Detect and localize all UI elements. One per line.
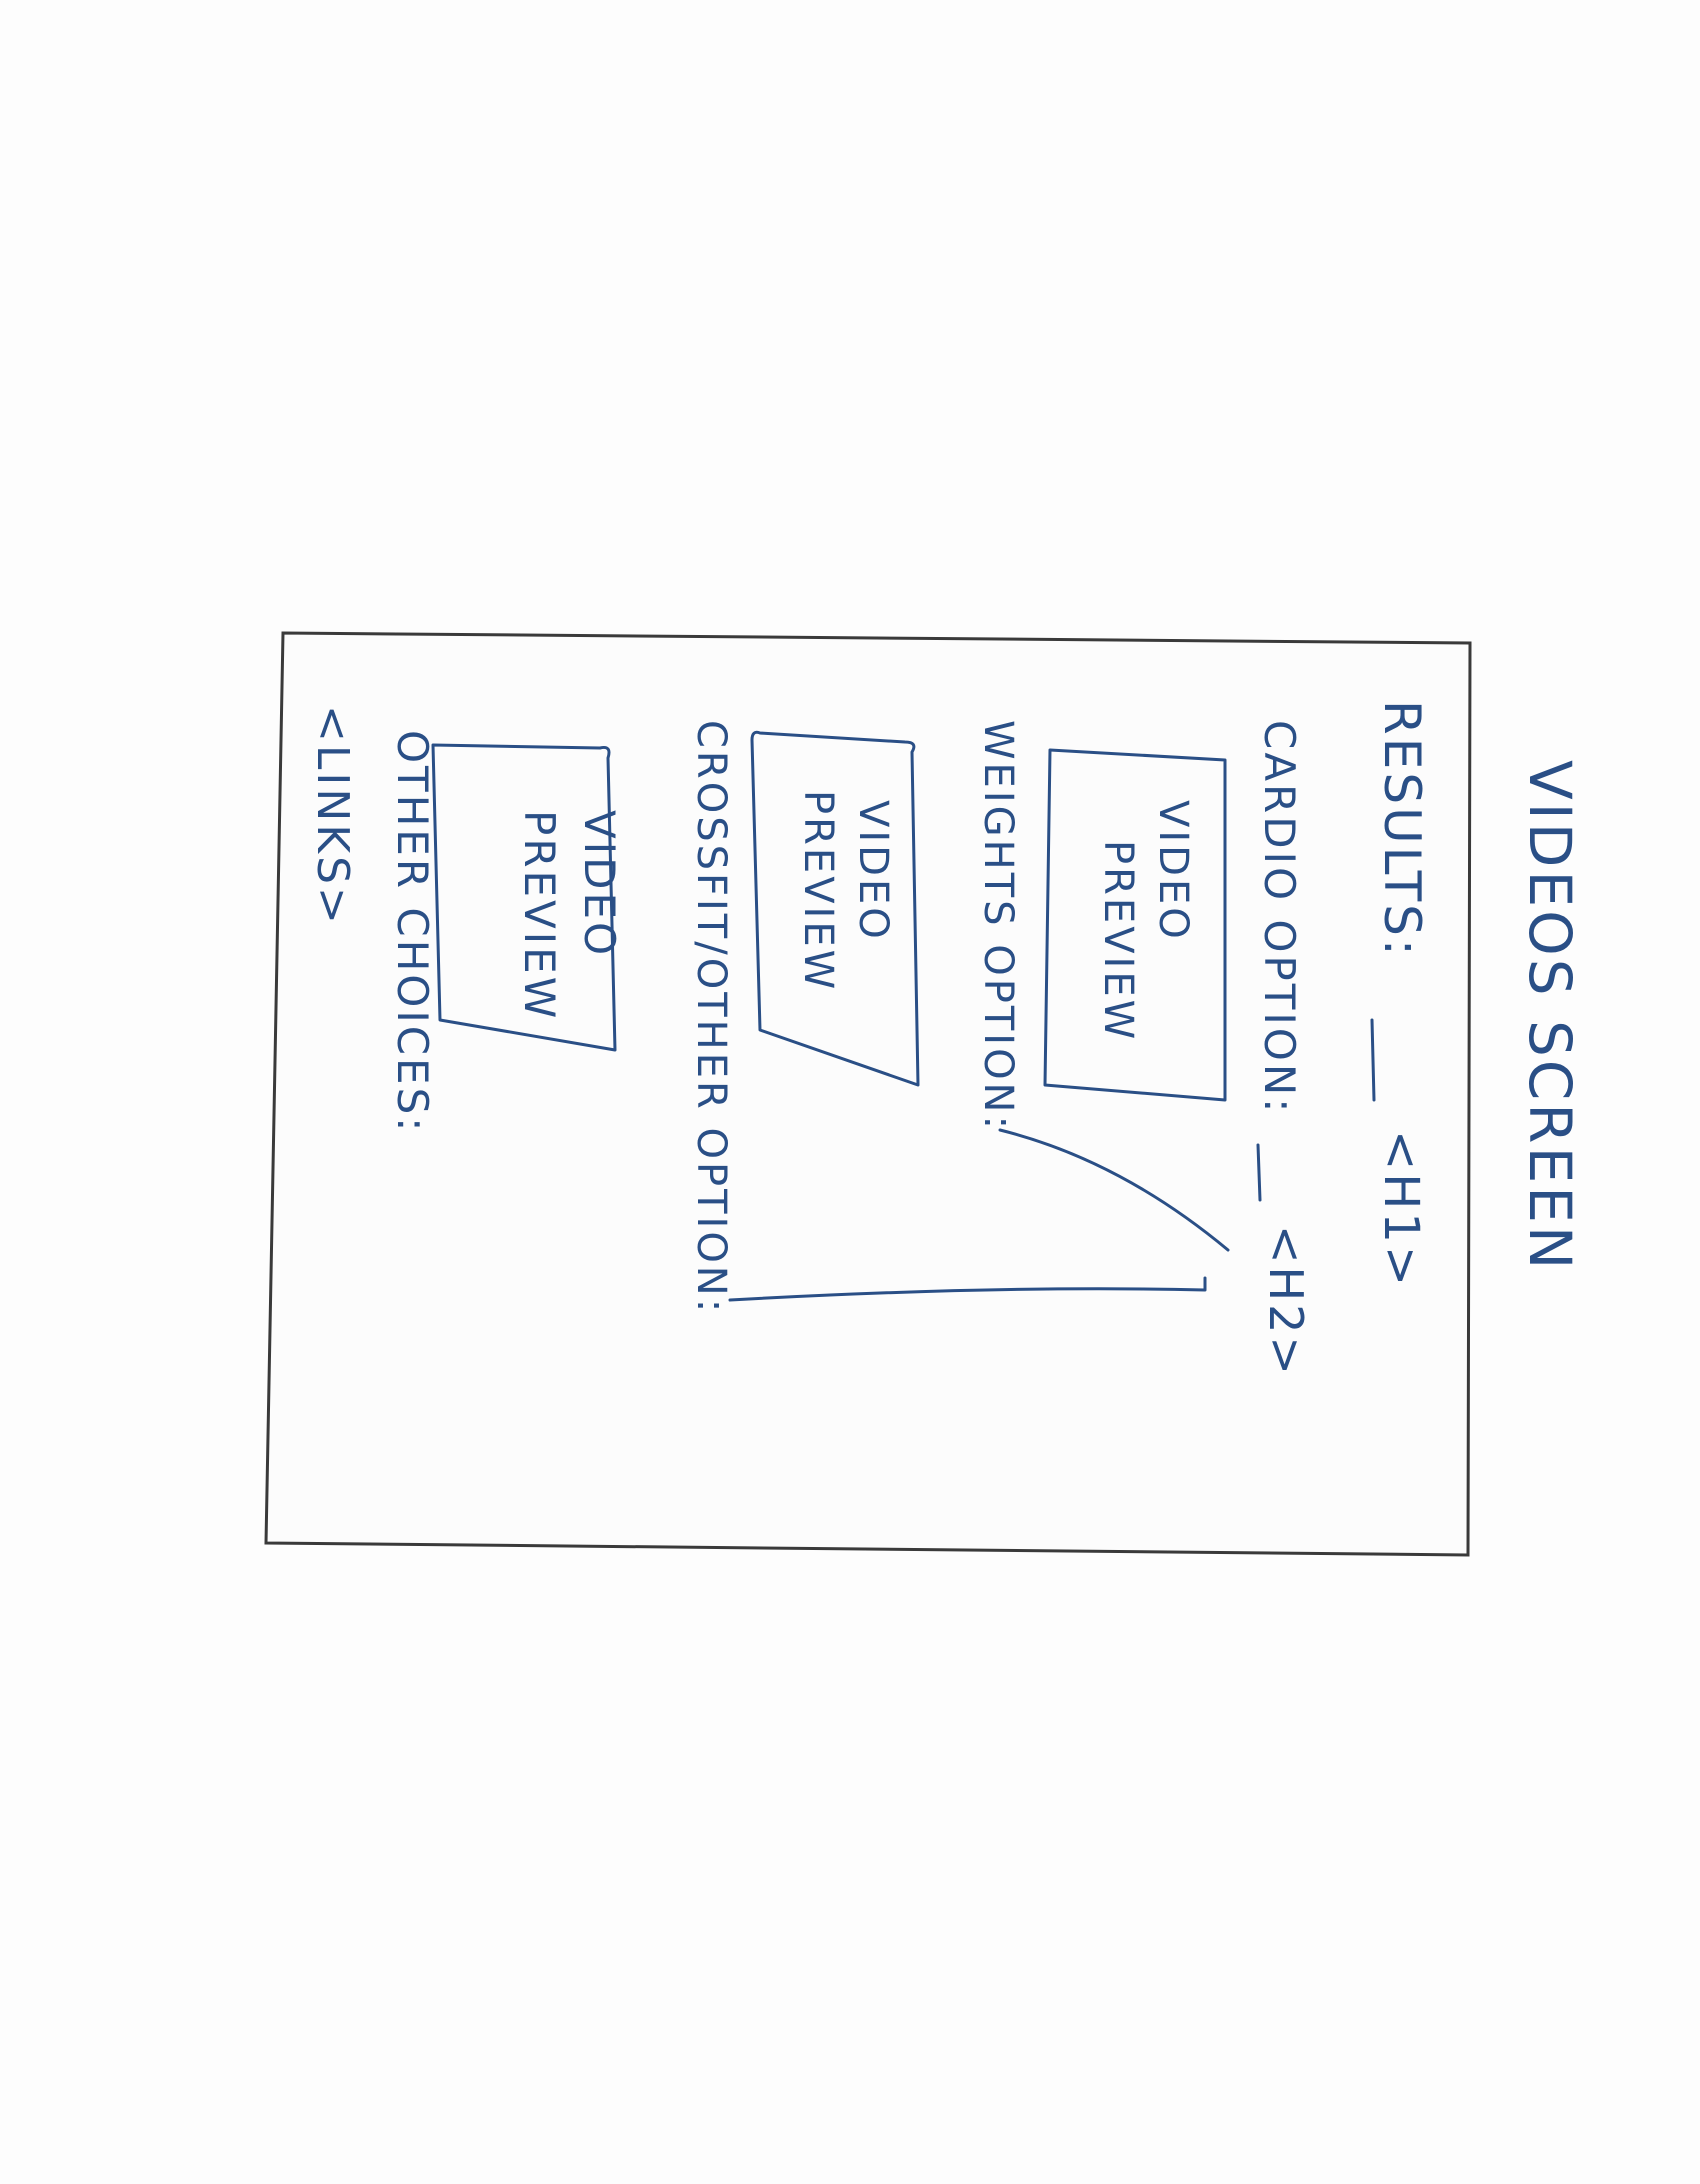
links-tag: <LINKS>	[307, 705, 358, 927]
video-preview-cardio-line1: VIDEO	[1150, 800, 1196, 942]
h2-pointer-line	[1256, 1143, 1262, 1202]
crossfit-option-label: CROSSFIT/OTHER OPTION:	[688, 720, 734, 1315]
cardio-option-label: CARDIO OPTION:	[1255, 720, 1304, 1115]
video-preview-box-cardio	[1043, 748, 1227, 1102]
video-preview-box-weights	[750, 730, 920, 1087]
h2-connector-weights	[998, 1128, 1230, 1252]
video-preview-crossfit-line2: PREVIEW	[515, 810, 564, 1021]
h2-connector-crossfit	[728, 1276, 1207, 1302]
page-title: VIDEOS SCREEN	[1516, 760, 1584, 1272]
video-preview-box-crossfit	[431, 743, 617, 1052]
wireframe-frame	[264, 631, 1472, 1557]
video-preview-cardio-line2: PREVIEW	[1095, 840, 1141, 1042]
h1-tag: <H1>	[1373, 1130, 1429, 1289]
video-preview-crossfit-line1: VIDEO	[575, 810, 624, 958]
results-label: RESULTS:	[1373, 700, 1431, 959]
h1-pointer-line	[1370, 1018, 1376, 1102]
weights-option-label: WEIGHTS OPTION:	[975, 720, 1021, 1132]
h2-tag: <H2>	[1259, 1225, 1313, 1378]
other-choices-label: OTHER CHOICES:	[388, 730, 437, 1134]
video-preview-weights-line2: PREVIEW	[795, 790, 841, 992]
video-preview-weights-line1: VIDEO	[850, 800, 896, 942]
